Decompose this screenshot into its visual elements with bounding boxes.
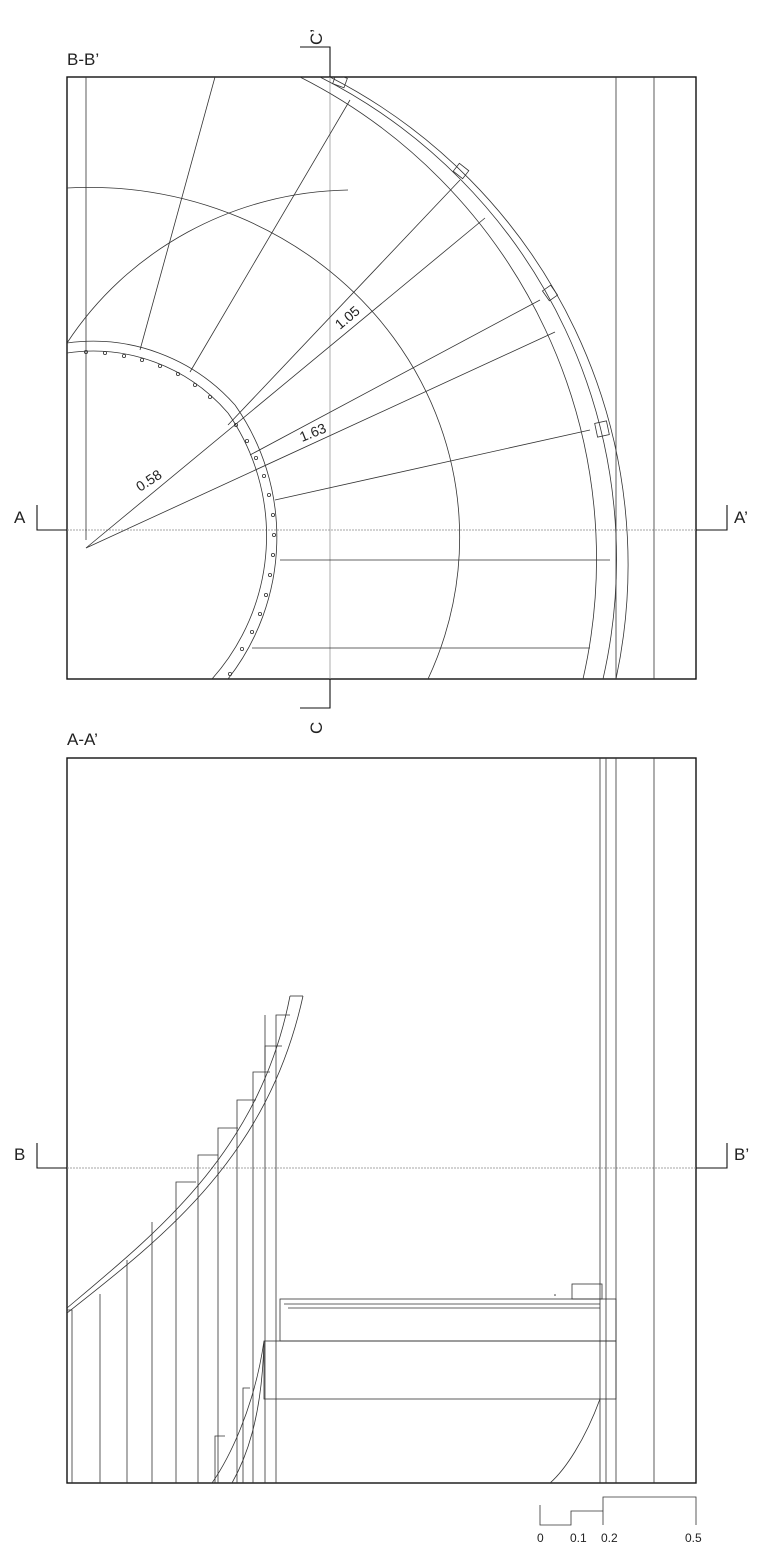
scale-tick-3: 0.5: [685, 1531, 702, 1545]
radius-dimension-labels: 0.58 1.05 1.63: [133, 302, 363, 494]
section-c-bottom-label: C: [307, 722, 326, 734]
outer-rail-brackets: [332, 77, 610, 438]
outer-radius-label: 1.63: [297, 420, 328, 445]
section-b-left-label: B: [14, 1145, 25, 1164]
middle-radius-label: 1.05: [332, 302, 363, 332]
scale-tick-0: 0: [537, 1531, 544, 1545]
section-c-top-label: C’: [307, 29, 326, 45]
section-b-right-label: B’: [734, 1145, 749, 1164]
stair-treads: [85, 77, 610, 649]
scale-tick-2: 0.2: [601, 1531, 618, 1545]
section-a-left-label: A: [14, 508, 26, 527]
section-wall-lines: [599, 758, 655, 1483]
stair-soffit-curves: [211, 1340, 601, 1483]
plan-axis-lines: [67, 77, 696, 679]
baluster-posts: [84, 349, 276, 677]
landing-slab: [263, 1283, 617, 1400]
section-view: A-A’: [14, 730, 749, 1484]
plan-wall-lines: [85, 77, 655, 679]
section-a-right-label: A’: [734, 508, 748, 527]
inner-radius-label: 0.58: [133, 466, 165, 494]
scale-tick-1: 0.1: [570, 1531, 587, 1545]
plan-view-title: B-B’: [67, 50, 99, 69]
stair-arcs: [67, 77, 629, 679]
scale-bar: 0 0.1 0.2 0.5: [537, 1496, 702, 1545]
balusters: [67, 1014, 290, 1483]
section-frame: [66, 757, 697, 1484]
plan-frame: [66, 76, 697, 680]
section-mark-a: A A’: [14, 505, 748, 531]
section-mark-b: B B’: [14, 1143, 749, 1169]
section-mark-c: C’ C: [300, 29, 331, 734]
handrail-curve: [67, 995, 304, 1314]
plan-view: B-B’: [14, 29, 748, 734]
section-view-title: A-A’: [67, 730, 98, 749]
